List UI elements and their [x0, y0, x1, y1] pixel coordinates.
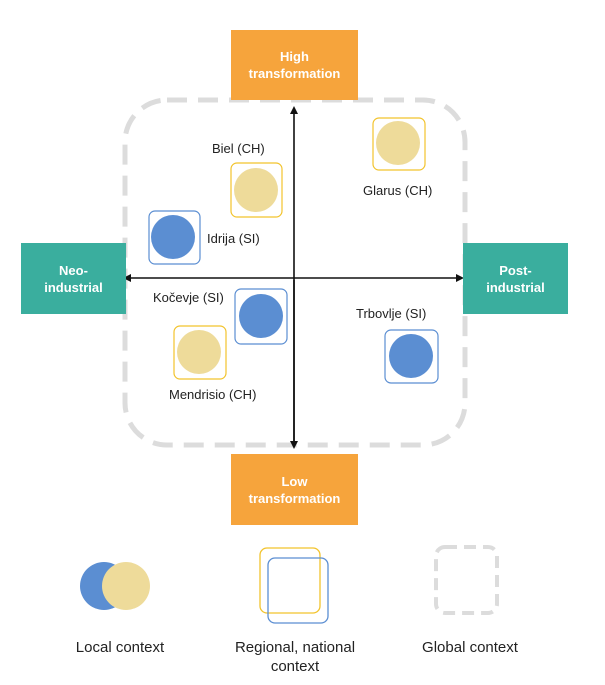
axis-label-low-transformation: Low transformation — [231, 454, 358, 525]
case-mendrisio-circle — [177, 330, 221, 374]
legend-global-dashed-frame — [434, 545, 499, 615]
case-label-mendrisio: Mendrisio (CH) — [169, 387, 257, 402]
case-idrija-circle — [151, 215, 195, 259]
case-label-kocevje: Kočevje (SI) — [153, 290, 224, 305]
case-idrija-frame — [148, 210, 201, 265]
axis-label-high-transformation: High transformation — [231, 30, 358, 100]
case-glarus-frame — [372, 117, 426, 171]
legend-label-global: Global context — [422, 639, 518, 656]
case-trbovlje-circle — [389, 334, 433, 378]
case-kocevje-circle — [239, 294, 283, 338]
case-mendrisio-frame — [173, 325, 227, 380]
case-label-trbovlje: Trbovlje (SI) — [356, 306, 427, 321]
legend-label-regional: Regional, national context — [234, 639, 356, 675]
case-label-glarus: Glarus (CH) — [363, 183, 433, 198]
legend-label-local: Local context — [75, 639, 165, 656]
legend-regional-blue-frame — [267, 557, 329, 624]
legend-regional-yellow-frame — [259, 547, 321, 614]
legend-local-yellow-circle — [102, 562, 150, 610]
case-trbovlje-frame — [384, 329, 439, 384]
case-glarus-circle — [376, 121, 420, 165]
axis-label-neo-industrial: Neo- industrial — [21, 243, 126, 314]
case-label-biel: Biel (CH) — [212, 141, 265, 156]
case-biel-frame — [230, 162, 283, 218]
case-biel-circle — [234, 168, 278, 212]
case-label-idrija: Idrija (SI) — [207, 231, 260, 246]
case-kocevje-frame — [234, 288, 288, 345]
axis-label-post-industrial: Post- industrial — [463, 243, 568, 314]
